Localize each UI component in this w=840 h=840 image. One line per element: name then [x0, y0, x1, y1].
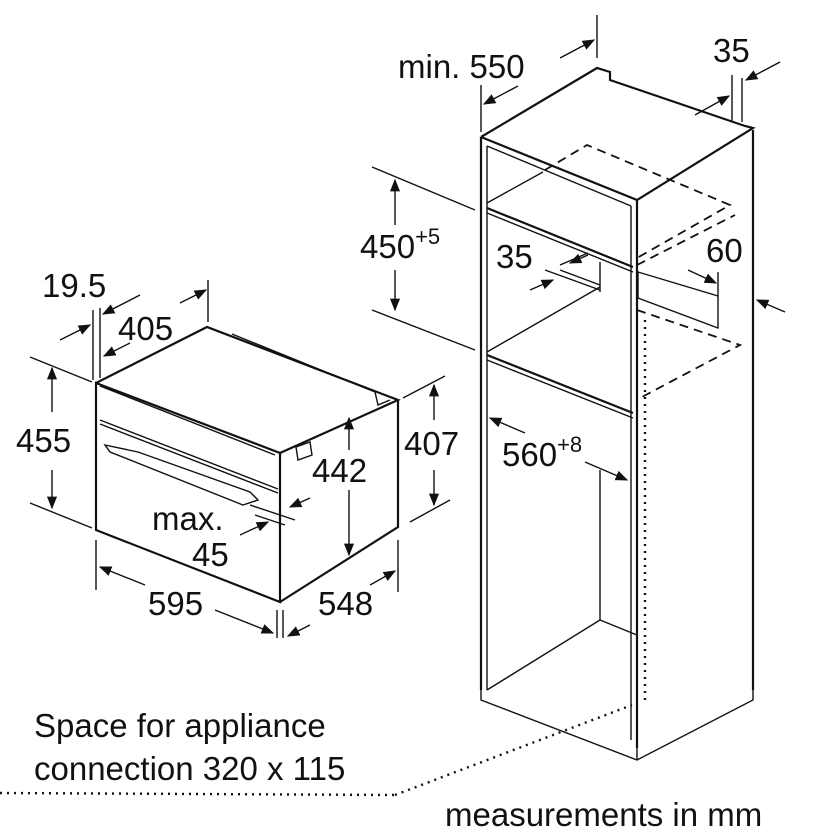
dim-450: 450+5: [360, 224, 440, 265]
cabinet-dimensions: [0, 15, 786, 797]
connection-note-line2: connection 320 x 115: [34, 750, 345, 787]
units-note: measurements in mm: [445, 796, 762, 833]
oven-drawing: [94, 325, 401, 604]
dim-35-shelf: 35: [496, 238, 533, 275]
dim-450-tolerance: +5: [415, 224, 440, 249]
dim-455: 455: [16, 422, 71, 459]
oven-top: [95, 325, 401, 455]
dim-min-550: min. 550: [398, 48, 525, 85]
oven-vent: [295, 441, 313, 461]
max-label: max.: [152, 500, 224, 537]
oven-dimensions: [29, 280, 451, 638]
oven-handle: [103, 443, 260, 506]
dim-405: 405: [118, 310, 173, 347]
dim-450-value: 450: [360, 228, 415, 265]
dim-35-top: 35: [713, 32, 750, 69]
hatched-vent-area: [637, 271, 719, 330]
dim-max-45: 45: [192, 536, 229, 573]
dim-560-tolerance: +8: [557, 432, 582, 457]
dim-407: 407: [404, 425, 459, 462]
cabinet-drawing: [479, 66, 756, 761]
dim-560-value: 560: [502, 436, 557, 473]
dim-60: 60: [706, 232, 743, 269]
oven-front: [94, 381, 282, 604]
dim-19-5: 19.5: [42, 267, 106, 304]
oven-side: [279, 400, 400, 603]
dim-548: 548: [318, 585, 373, 622]
dim-442: 442: [312, 452, 367, 489]
dim-595: 595: [148, 585, 203, 622]
dim-560: 560+8: [502, 432, 582, 473]
connection-note-line1: Space for appliance: [34, 707, 326, 744]
